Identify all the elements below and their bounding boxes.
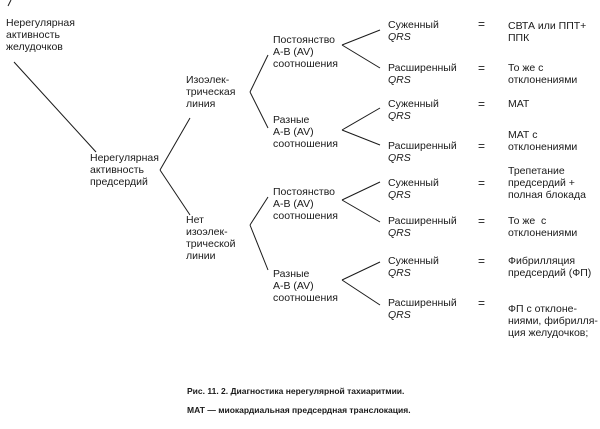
qrs-label: Расширенный QRS	[388, 140, 457, 164]
node-const1: Постоянство А-В (AV) соотношения	[273, 34, 338, 70]
connector-iso-var1	[249, 91, 269, 129]
equals-sign: =	[478, 17, 486, 31]
connector-root-atrial	[13, 61, 97, 153]
figure-caption: Рис. 11. 2. Диагностика нерегулярной тах…	[187, 386, 405, 396]
connector-atrial-iso	[159, 117, 191, 171]
qrs-label: Суженный QRS	[388, 19, 439, 43]
connector-const2-wide	[341, 199, 381, 223]
equals-sign: =	[478, 254, 486, 268]
result-af-deviations: ФП с отклоне- ниями, фибрилля- ция желуд…	[508, 303, 598, 339]
result-mat: МАТ	[508, 98, 530, 110]
result-svta: СВТА или ППТ+ ППК	[508, 20, 587, 44]
connector-var2-narrow	[341, 261, 381, 281]
figure-footnote: МАТ — миокардиальная предсердная трансло…	[187, 405, 411, 415]
connector-const1-wide	[341, 44, 381, 69]
equals-sign: =	[478, 176, 486, 190]
node-const2: Постоянство А-В (AV) соотношения	[273, 186, 338, 222]
qrs-label: Суженный QRS	[388, 98, 439, 122]
connector-noiso-const2	[249, 196, 269, 226]
connector-var1-wide	[341, 129, 381, 146]
equals-sign: =	[478, 214, 486, 228]
connector-const2-narrow	[341, 181, 381, 201]
node-iso: Изоэлек- трическая линия	[186, 74, 236, 110]
connector-atrial-noiso	[159, 169, 191, 216]
node-noiso: Нет изоэлек- трической линии	[186, 214, 236, 262]
result-same-deviations-1: То же с отклонениями	[508, 62, 578, 86]
node-var1: Разные А-В (AV) соотношения	[273, 114, 338, 150]
qrs-label: Суженный QRS	[388, 177, 439, 201]
connector-root-tick	[7, 0, 12, 7]
connector-noiso-var2	[249, 224, 269, 271]
connector-iso-const1	[249, 54, 269, 93]
qrs-label: Суженный QRS	[388, 255, 439, 279]
equals-sign: =	[478, 61, 486, 75]
equals-sign: =	[478, 97, 486, 111]
connector-var2-wide	[341, 279, 381, 306]
equals-sign: =	[478, 296, 486, 310]
node-root: Нерегулярная активность желудочков	[6, 17, 75, 53]
connector-const1-narrow	[341, 29, 381, 46]
result-flutter-block: Трепетание предсердий + полная блокада	[508, 165, 586, 201]
result-mat-deviations: МАТ с отклонениями	[508, 129, 578, 153]
result-same-deviations-2: То же с отклонениями	[508, 215, 578, 239]
qrs-label: Расширенный QRS	[388, 62, 457, 86]
equals-sign: =	[478, 139, 486, 153]
qrs-label: Расширенный QRS	[388, 297, 457, 321]
qrs-label: Расширенный QRS	[388, 215, 457, 239]
node-var2: Разные А-В (AV) соотношения	[273, 268, 338, 304]
connector-var1-narrow	[341, 107, 381, 131]
result-af: Фибрилляция предсердий (ФП)	[508, 255, 592, 279]
node-atrial: Нерегулярная активность предсердий	[90, 152, 159, 188]
